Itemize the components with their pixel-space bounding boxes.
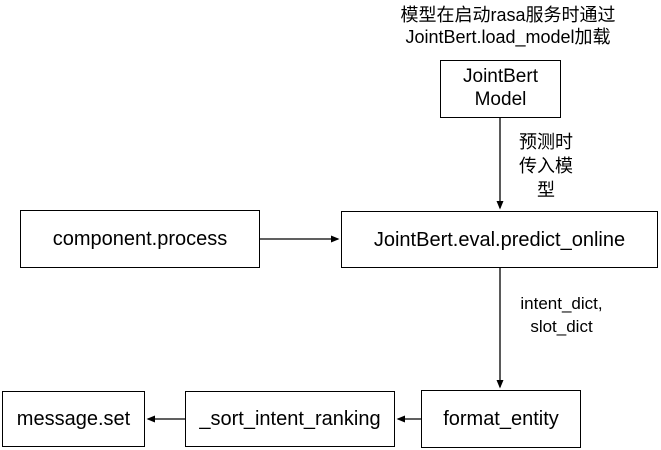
node-jointbert-eval-predict-online: JointBert.eval.predict_online (341, 211, 658, 268)
node-component-process: component.process (20, 210, 260, 268)
edge-label-intent-slot-dict: intent_dict, slot_dict (520, 294, 603, 336)
annotation-load-model: 模型在启动rasa服务时通过 JointBert.load_model加载 (400, 5, 616, 47)
node-format-entity: format_entity (421, 390, 581, 448)
node-message-set: message.set (2, 391, 145, 447)
node-sort-intent-ranking: _sort_intent_ranking (185, 391, 395, 447)
node-jointbert-model: JointBert Model (440, 60, 561, 118)
edge-label-predict-input: 预测时 传入模 型 (519, 132, 573, 200)
